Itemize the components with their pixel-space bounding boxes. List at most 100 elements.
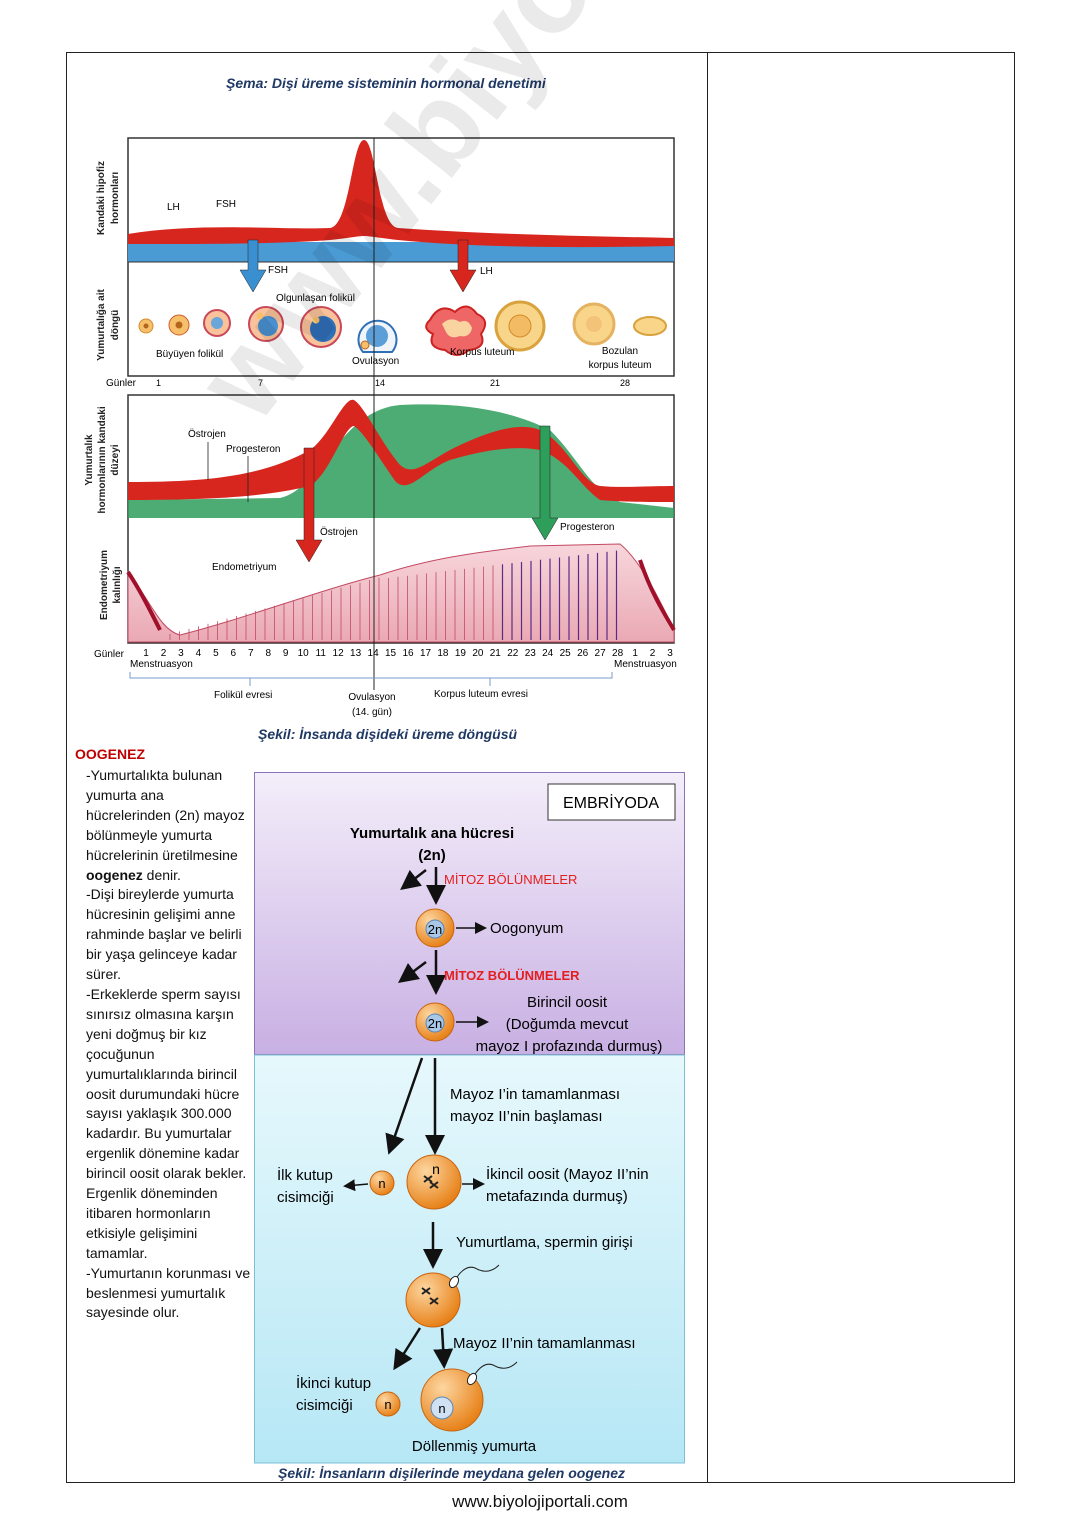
meiosis1-label-2: mayoz II’nin başlaması [450,1108,603,1125]
day-tick: 25 [560,648,572,659]
lh-label: LH [167,202,180,213]
row-label-pituitary-1: Kandaki hipofiz [96,161,107,235]
ovulation-label: Ovulasyon [352,356,399,367]
follicular-phase-label: Folikül evresi [214,690,272,701]
oogenez-paragraph-2: -Dişi bireylerde yumurta hücresinin geli… [86,886,242,983]
estrogen-curve [128,399,674,502]
day-tick: 26 [577,648,589,659]
row-label-pituitary-2: hormonları [110,172,121,224]
day-tick: 4 [196,648,202,659]
primary-oocyte-3: mayoz I profazında durmuş) [476,1038,663,1055]
row-label-hormones-2: hormonlarının kandaki [97,406,108,513]
menstruation-left: Menstruasyon [130,659,193,670]
day-tick: 24 [542,648,554,659]
page-frame [66,52,1015,1483]
day-tick: 12 [333,648,345,659]
lh-arrow-label: LH [480,266,493,277]
day-tick: 28 [612,648,624,659]
degrading-cl-label-2: korpus luteum [589,360,652,371]
day-tick: 27 [595,648,607,659]
meiosis1-label-1: Mayoz I’in tamamlanması [450,1086,620,1103]
lh-curve [128,140,674,248]
cell-n-d: n [438,1401,445,1416]
ovulation-day-label-1: Ovulasyon [348,692,395,703]
maturing-follicle-label: Olgunlaşan folikül [276,293,355,304]
day-tick: 18 [437,648,449,659]
cell-n-a: n [378,1176,385,1191]
oogenez-paragraph-1: -Yumurtalıkta bulunan yumurta ana hücrel… [86,767,245,883]
day-tick: 8 [266,648,272,659]
estrogen-label: Östrojen [188,428,226,440]
svg-text:21: 21 [490,378,500,388]
day-tick: 11 [316,648,327,659]
follicle-sequence [138,300,667,356]
day-tick: 17 [420,648,432,659]
ovulation-day-label-2: (14. gün) [352,707,392,718]
column-divider [707,52,708,1483]
secondary-oocyte-1: İkincil oosit (Mayoz II’nin [486,1165,649,1183]
mitosis-label-2: MİTOZ BÖLÜNMELER [444,968,580,983]
cell-2n-a: 2n [428,922,442,937]
day-tick: 21 [490,648,502,659]
progesterone-arrow [531,425,559,541]
svg-text:1: 1 [156,378,161,388]
day-tick: 16 [402,648,414,659]
progesterone-arrow-label: Progesteron [560,522,614,533]
day-tick: 23 [525,648,537,659]
polar-body1-label-1: İlk kutup [277,1166,333,1184]
menstruation-right: Menstruasyon [614,659,677,670]
day-tick: 7 [248,648,254,659]
day-tick: 2 [650,648,656,659]
luteal-phase-label: Korpus luteum evresi [434,689,528,700]
estrogen-arrow-label: Östrojen [320,526,358,538]
fsh-arrow [239,239,267,293]
fsh-arrow-label: FSH [268,265,288,276]
row-label-endometrium-2: kalınlığı [112,566,123,603]
menstrual-cycle-chart: Kandaki hipofiz hormonları Yumurtalığa a… [84,137,677,718]
day-tick: 10 [298,648,310,659]
cell-2n-b: 2n [428,1016,442,1031]
embryo-label: EMBRİYODA [563,793,659,812]
fsh-band [128,242,674,262]
figure1-caption: Şekil: İnsanda dişideki üreme döngüsü [258,726,518,742]
fertilized-egg-label: Döllenmiş yumurta [412,1438,537,1455]
day-tick: 1 [632,648,638,659]
day-tick: 2 [161,648,167,659]
primary-oocyte-1: Birincil oosit [527,994,608,1011]
figure2-caption: Şekil: İnsanların dişilerinde meydana ge… [278,1465,625,1481]
cell-n-b: n [432,1161,440,1177]
oogonium-label: Oogonyum [490,920,563,937]
row-label-ovary-1: Yumurtalığa ait [96,288,107,360]
footer-url: www.biyolojiportali.com [452,1492,628,1511]
oogenez-text: -Yumurtalıkta bulunan yumurta ana hücrel… [86,766,251,1323]
day-tick: 15 [385,648,397,659]
polar-body2-label-1: İkinci kutup [296,1374,371,1392]
progesterone-label: Progesteron [226,444,280,455]
secondary-oocyte-2: metafazında durmuş) [486,1188,628,1205]
day-tick: 13 [350,648,362,659]
days-label-bottom: Günler [94,649,125,660]
fsh-label: FSH [216,199,236,210]
endometrium-glands [169,550,618,640]
day-tick: 6 [231,648,237,659]
day-tick: 3 [178,648,184,659]
oogenesis-diagram: EMBRİYODA Yumurtalık ana hücresi (2n) Mİ… [254,772,685,1464]
mother-ploidy-label: (2n) [418,847,446,864]
polar-body2-label-2: cisimciği [296,1397,353,1414]
lh-arrow [449,239,477,293]
day-tick: 3 [667,648,673,659]
polar-body1-label-2: cisimciği [277,1189,334,1206]
svg-text:28: 28 [620,378,630,388]
oogenez-paragraph-4: -Yumurtanın korunması ve beslenmesi yumu… [86,1264,251,1321]
mitosis-label-1: MİTOZ BÖLÜNMELER [444,872,577,887]
day-tick: 9 [283,648,289,659]
endometrium-label: Endometriyum [212,562,276,573]
day-tick: 20 [472,648,484,659]
day-tick: 1 [143,648,149,659]
ovulation-sperm-label: Yumurtlama, spermin girişi [456,1234,633,1251]
oogenez-paragraph-3: -Erkeklerde sperm sayısı sınırsız olması… [86,985,247,1261]
svg-text:7: 7 [258,378,263,388]
primary-oocyte-2: (Doğumda mevcut [506,1016,629,1033]
day-tick: 22 [507,648,519,659]
